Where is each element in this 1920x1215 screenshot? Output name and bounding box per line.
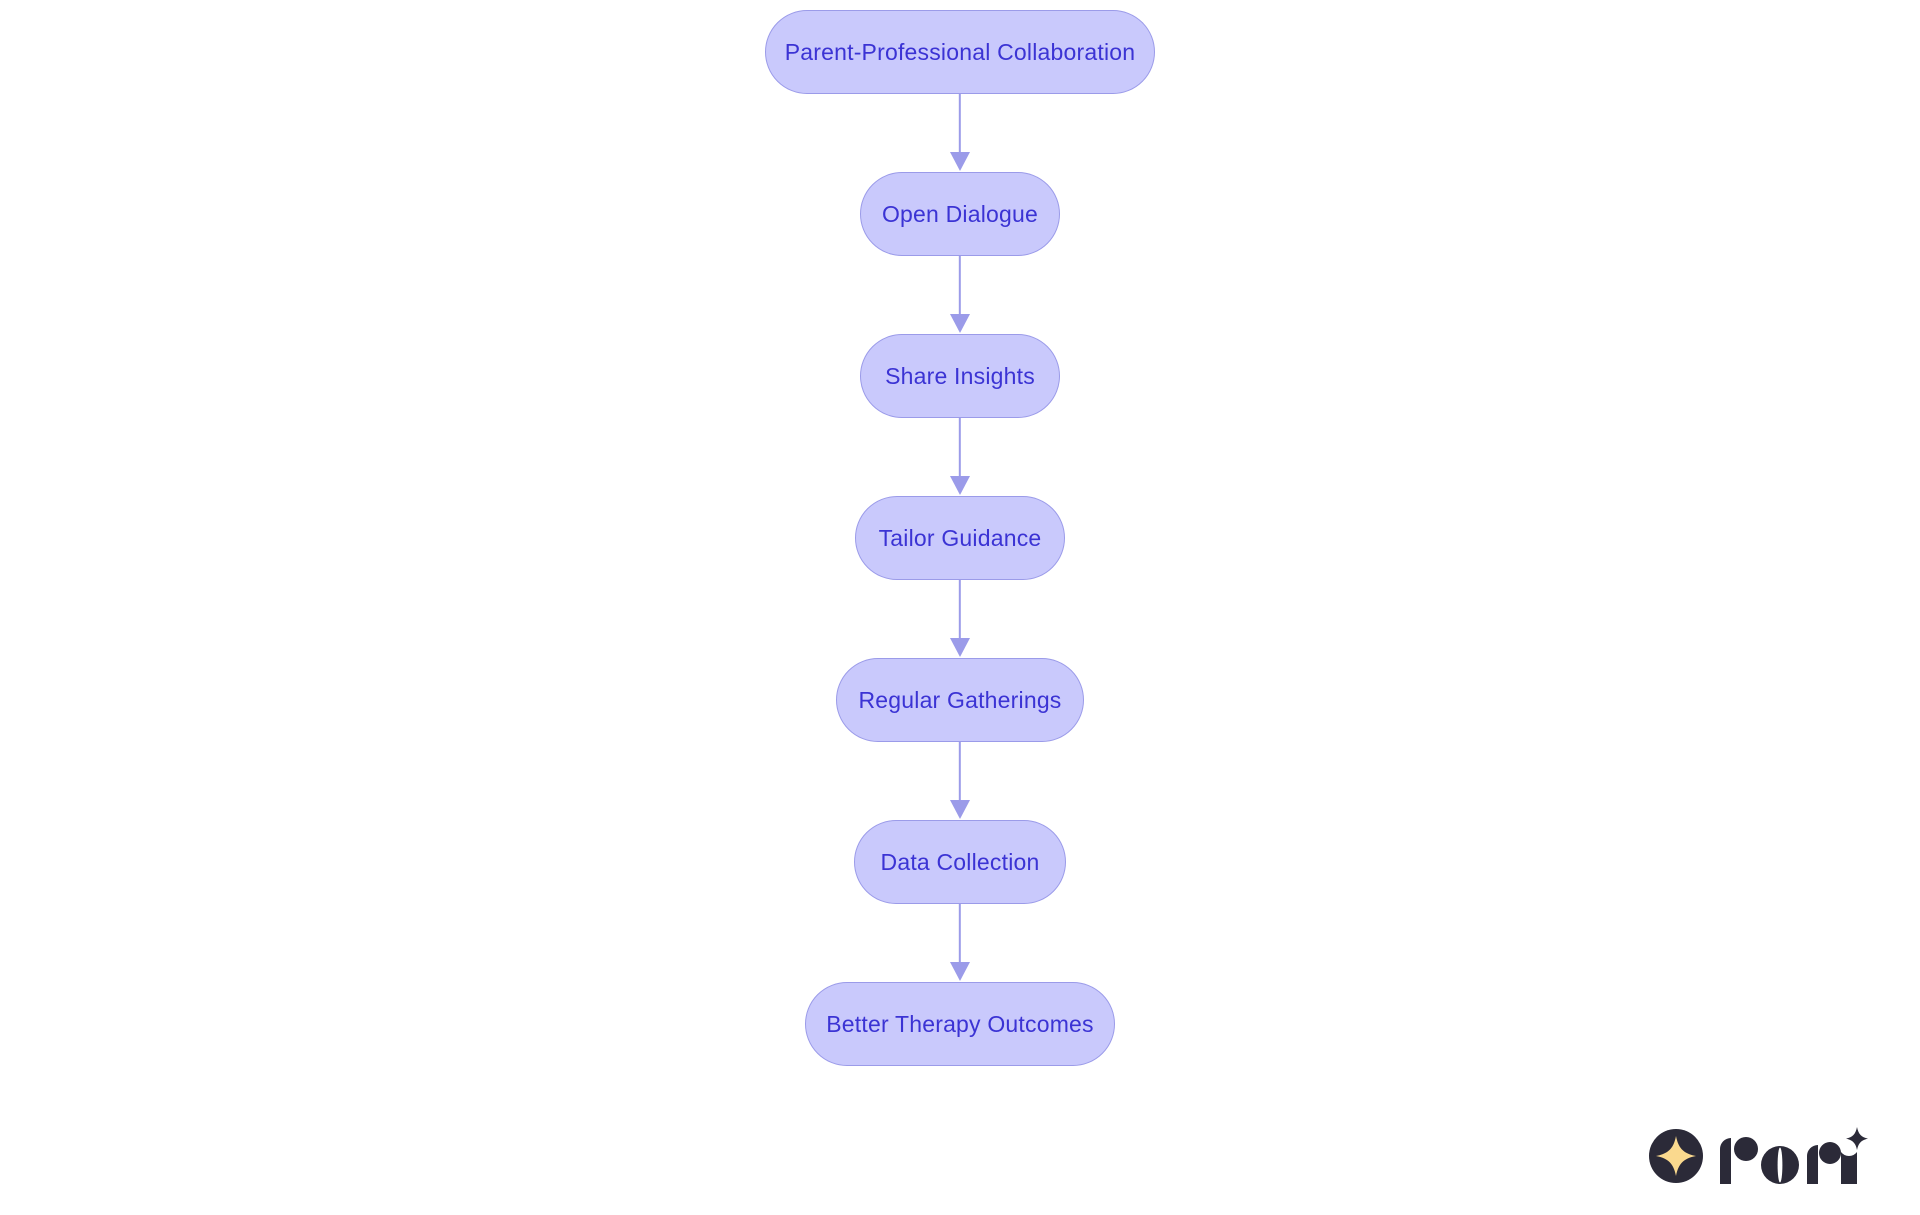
flow-node-tailor-guidance[interactable]: Tailor Guidance (855, 496, 1065, 580)
edge-line (958, 904, 962, 966)
flow-node-better-therapy-outcomes[interactable]: Better Therapy Outcomes (805, 982, 1115, 1066)
flow-node-label: Regular Gatherings (858, 686, 1062, 713)
flow-node-share-insights[interactable]: Share Insights (860, 334, 1060, 418)
flow-edge-0 (945, 94, 975, 172)
flow-edge-2 (945, 418, 975, 496)
flow-node-label: Open Dialogue (881, 200, 1039, 227)
brand-logo (1648, 1127, 1868, 1185)
arrow-down-icon (950, 314, 970, 333)
flow-node-label: Share Insights (885, 362, 1035, 389)
flow-node-label: Parent-Professional Collaboration (784, 38, 1136, 65)
flow-edge-1 (945, 256, 975, 334)
flow-node-data-collection[interactable]: Data Collection (854, 820, 1066, 904)
arrow-down-icon (950, 962, 970, 981)
flow-edge-4 (945, 742, 975, 820)
edge-line (958, 418, 962, 480)
flow-node-label: Better Therapy Outcomes (826, 1010, 1094, 1037)
arrow-down-icon (950, 800, 970, 819)
arrow-down-icon (950, 476, 970, 495)
flow-edge-3 (945, 580, 975, 658)
edge-line (958, 742, 962, 804)
arrow-down-icon (950, 638, 970, 657)
edge-line (958, 256, 962, 318)
flow-node-label: Data Collection (880, 848, 1040, 875)
flow-node-label: Tailor Guidance (878, 524, 1042, 551)
flow-node-parent-professional-collaboration[interactable]: Parent-Professional Collaboration (765, 10, 1155, 94)
edge-line (958, 94, 962, 156)
edge-line (958, 580, 962, 642)
flow-node-open-dialogue[interactable]: Open Dialogue (860, 172, 1060, 256)
flow-node-regular-gatherings[interactable]: Regular Gatherings (836, 658, 1084, 742)
flow-edge-5 (945, 904, 975, 982)
flow-node-column: Parent-Professional Collaboration Open D… (0, 10, 1920, 1066)
arrow-down-icon (950, 152, 970, 171)
rori-star-circle-icon (1648, 1128, 1704, 1184)
rori-wordmark (1718, 1127, 1868, 1185)
